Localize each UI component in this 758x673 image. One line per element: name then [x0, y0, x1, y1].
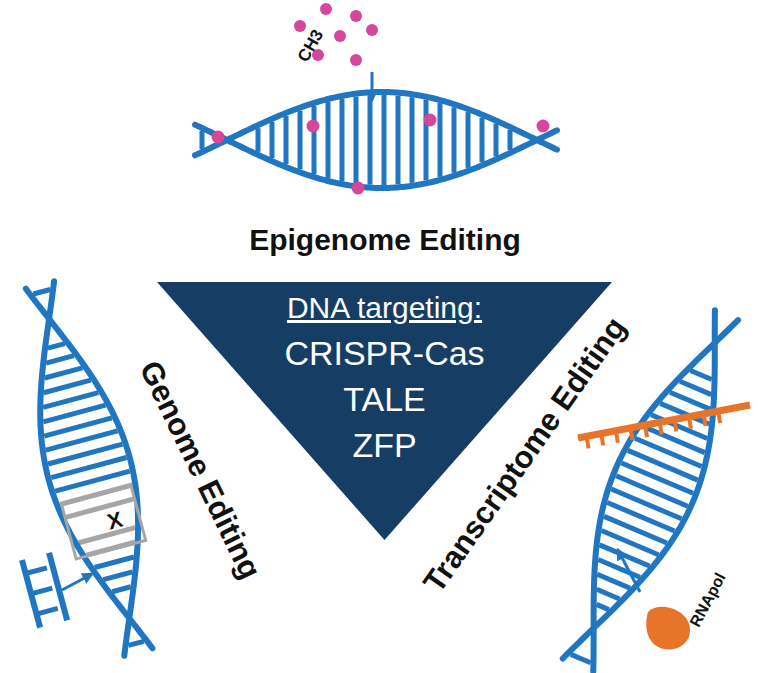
enzyme-name: RNApol — [686, 570, 729, 630]
dna-helix — [195, 92, 557, 194]
methyl-group: CH3 — [294, 26, 328, 65]
heading: DNA targeting: — [157, 286, 612, 330]
section-title: Epigenome Editing — [249, 223, 521, 257]
method-name: CRISPR-Cas — [157, 330, 612, 376]
dna-helix — [0, 274, 179, 663]
edit-mark: X — [105, 507, 126, 536]
decorations — [22, 3, 750, 650]
section-title: Genome Editing — [132, 355, 269, 584]
